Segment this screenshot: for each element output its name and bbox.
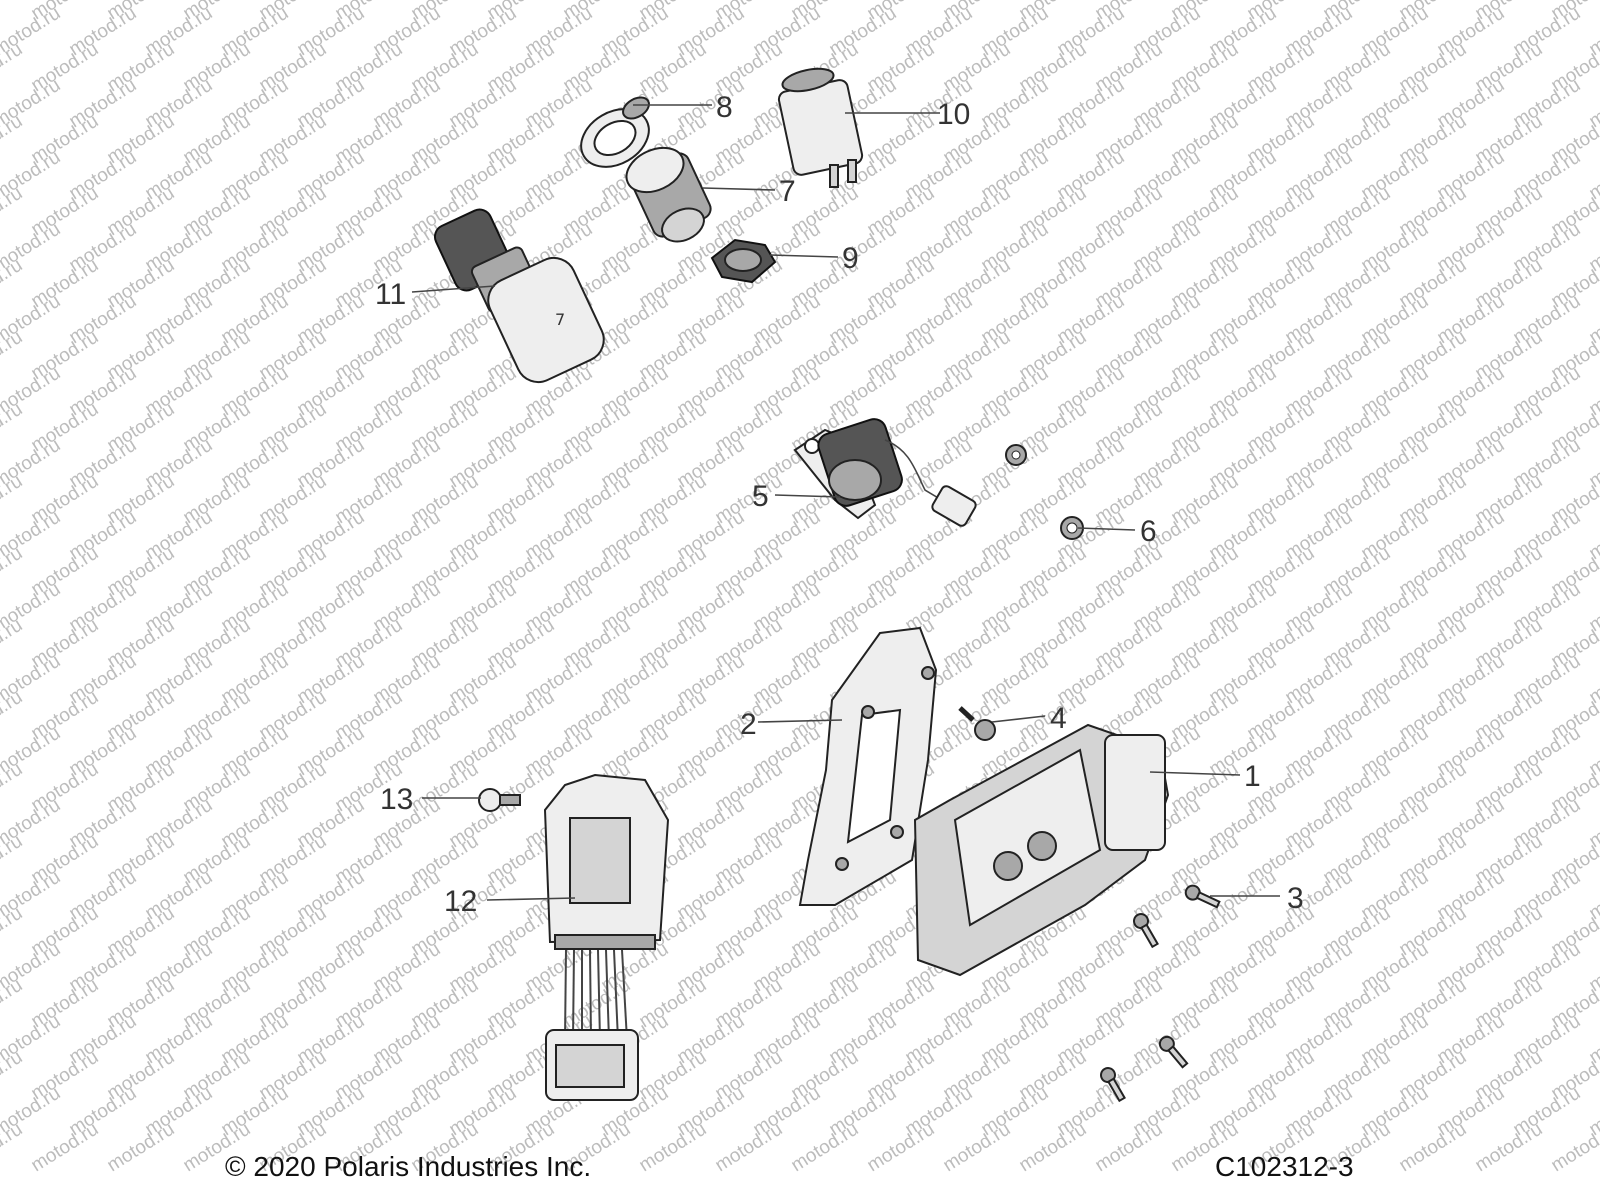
part-6-push-nut (1005, 444, 1084, 540)
part-13-screw (478, 788, 521, 812)
callout-labels: 8 7 9 10 11 5 6 2 4 1 3 13 12 (375, 91, 1304, 918)
watermark-text: motod.ru (0, 1047, 26, 1105)
watermark-text: motod.ru (104, 1119, 179, 1177)
watermark-text: motod.ru (1472, 1119, 1547, 1177)
watermark-text: motod.ru (712, 1119, 787, 1177)
watermark-text: motod.ru (0, 111, 26, 169)
part-10-relay (777, 67, 864, 188)
copyright-text: © 2020 Polaris Industries Inc. (225, 1151, 591, 1182)
callout-6[interactable]: 6 (1140, 515, 1157, 548)
callout-10[interactable]: 10 (937, 98, 970, 131)
callout-7[interactable]: 7 (779, 175, 796, 208)
watermark-text: motod.ru (28, 1119, 103, 1177)
callout-2[interactable]: 2 (740, 708, 757, 741)
watermark-text: motod.ru (788, 1119, 863, 1177)
watermark-text: motod.ru (0, 183, 26, 241)
watermark-text: motod.ru (0, 903, 26, 961)
callout-4[interactable]: 4 (1050, 702, 1067, 735)
part-12-cover (543, 773, 670, 1101)
watermark-text: motod.ru (0, 975, 26, 1033)
callout-13[interactable]: 13 (380, 783, 413, 816)
watermark-text: motod.ru (0, 39, 26, 97)
callout-5[interactable]: 5 (752, 480, 769, 513)
part-9-nut (710, 238, 777, 284)
watermark-text: motod.ru (0, 543, 26, 601)
watermark-text: motod.ru (0, 759, 26, 817)
watermark-text: motod.ru (1016, 1119, 1091, 1177)
drawing-number: C102312-3 (1215, 1151, 1354, 1182)
part-4-fastener (958, 706, 996, 741)
callout-12[interactable]: 12 (444, 885, 477, 918)
part-1-ecu (913, 723, 1170, 977)
part-2-bracket (798, 626, 938, 906)
watermark-text: motod.ru (0, 687, 26, 745)
part-8-ring (580, 96, 650, 168)
watermark-text: motod.ru (940, 1119, 1015, 1177)
part-5-buzzer (793, 418, 977, 527)
watermark-text: motod.ru (0, 327, 26, 385)
callout-9[interactable]: 9 (842, 242, 859, 275)
watermark-text: motod.ru (0, 399, 26, 457)
watermark-text: motod.ru (864, 1119, 939, 1177)
svg-text:7: 7 (555, 310, 565, 329)
part-7-housing (625, 146, 712, 243)
watermark-text: motod.ru (1092, 1119, 1167, 1177)
watermark-text: motod.ru (0, 0, 26, 24)
watermark-text: motod.ru (636, 1119, 711, 1177)
watermark-text: motod.ru (0, 831, 26, 889)
callout-1[interactable]: 1 (1244, 760, 1261, 793)
watermark-text: motod.ru (0, 615, 26, 673)
part-3-screws (1100, 884, 1221, 1103)
watermark-text: motod.ru (0, 255, 26, 313)
leader-lines (411, 104, 1280, 901)
callout-11[interactable]: 11 (375, 278, 406, 311)
callout-8[interactable]: 8 (716, 91, 733, 124)
part-11-switch: 7 (433, 208, 605, 384)
watermark-text: motod.ru (0, 1119, 26, 1177)
callout-3[interactable]: 3 (1287, 882, 1304, 915)
watermark-text: motod.ru (0, 471, 26, 529)
watermark-text: motod.ru (1396, 1119, 1471, 1177)
